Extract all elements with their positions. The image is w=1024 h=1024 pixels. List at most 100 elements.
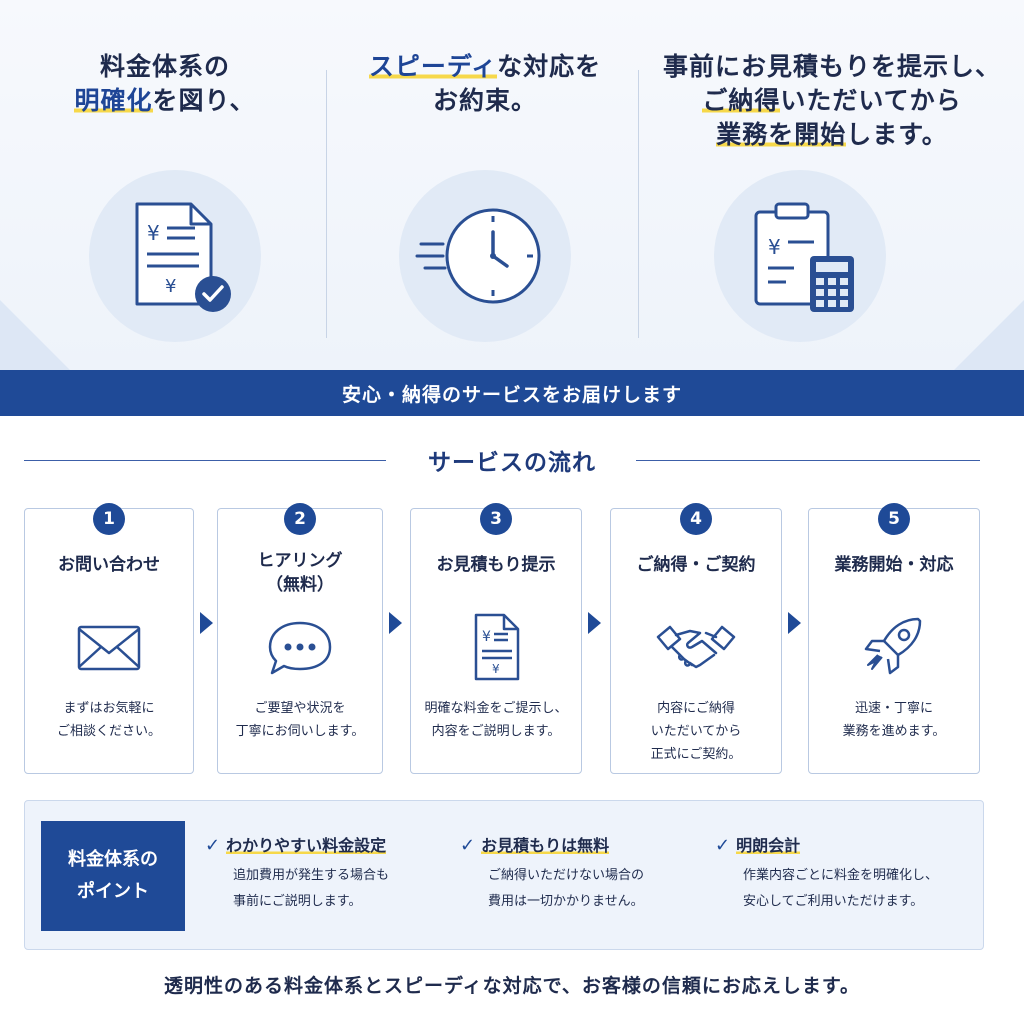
point-heading: ✓ お見積もりは無料 <box>460 835 644 857</box>
step-number: 4 <box>680 503 712 535</box>
flow-step-1: 1 お問い合わせ まずはお気軽に ご相談ください。 <box>24 503 194 774</box>
step-title: ご納得・ご契約 <box>636 555 756 575</box>
step-number: 3 <box>480 503 512 535</box>
svg-text:¥: ¥ <box>768 235 781 259</box>
hero-column-estimate: 事前にお見積もりを提示し、 ご納得いただいてから 業務を開始します。 ¥ <box>640 50 1024 350</box>
hero-highlight: ご納得 <box>702 86 781 115</box>
step-desc-line: 迅速・丁寧に <box>854 701 933 716</box>
step-desc-line: いただいてから <box>650 724 742 739</box>
point-body: ご納得いただけない場合の 費用は一切かかりません。 <box>488 863 644 915</box>
point-body-line: 事前にご説明します。 <box>233 894 362 909</box>
step-desc-line: ご要望や状況を <box>254 701 346 716</box>
flow-heading: サービスの流れ <box>0 440 1024 480</box>
closing-statement: 透明性のある料金体系とスピーディな対応で、お客様の信頼にお応えします。 <box>0 966 1024 1006</box>
assurance-banner: 安心・納得のサービスをお届けします <box>0 370 1024 416</box>
pricing-point-2: ✓ お見積もりは無料 ご納得いただけない場合の 費用は一切かかりません。 <box>460 835 644 915</box>
flow-arrow-icon <box>588 612 601 634</box>
pricing-point-3: ✓ 明朗会計 作業内容ごとに料金を明確化し、 安心してご利用いただけます。 <box>715 835 938 915</box>
hero-highlight: スピーディ <box>368 52 498 81</box>
hero-highlight: 明確化 <box>74 86 153 115</box>
step-title-main: ヒアリング <box>257 551 343 571</box>
step-desc-line: まずはお気軽に <box>63 701 155 716</box>
step-title: ヒアリング （無料） <box>218 549 382 597</box>
footer-text: 透明性のある料金体系とスピーディな対応で、お客様の信頼にお応えします。 <box>163 975 860 997</box>
estimate-document-icon: ¥ ¥ <box>456 607 536 687</box>
svg-text:¥: ¥ <box>165 276 176 297</box>
heading-rule <box>24 460 386 461</box>
hero-text: な対応を <box>497 52 602 81</box>
point-heading: ✓ 明朗会計 <box>715 835 938 857</box>
step-title: お問い合わせ <box>58 555 160 575</box>
step-description: 迅速・丁寧に 業務を進めます。 <box>809 697 979 743</box>
hero-text: を図り、 <box>152 86 256 115</box>
point-body-line: 追加費用が発生する場合も <box>233 868 390 883</box>
check-icon: ✓ <box>715 835 731 856</box>
check-icon: ✓ <box>460 835 476 856</box>
step-title: 業務開始・対応 <box>834 555 954 575</box>
point-title: お見積もりは無料 <box>481 836 610 855</box>
svg-text:¥: ¥ <box>492 662 500 676</box>
label-line: ポイント <box>77 881 149 902</box>
point-title: わかりやすい料金設定 <box>226 836 387 855</box>
flow-arrow-icon <box>389 612 402 634</box>
step-description: まずはお気軽に ご相談ください。 <box>25 697 193 743</box>
flow-step-2: 2 ヒアリング （無料） ご要望や状況を 丁寧にお伺いします。 <box>217 503 383 774</box>
step-number: 1 <box>93 503 125 535</box>
label-line: 料金体系の <box>68 849 158 870</box>
hero-heading-speed: スピーディな対応を お約束。 <box>330 50 640 118</box>
step-desc-line: 内容にご納得 <box>657 701 735 716</box>
step-number: 5 <box>878 503 910 535</box>
rocket-icon <box>854 607 934 687</box>
hero-decoration-left <box>0 300 70 370</box>
pricing-points-label: 料金体系の ポイント <box>41 821 185 931</box>
flow-arrow-icon <box>200 612 213 634</box>
handshake-icon <box>656 607 736 687</box>
flow-step-3: 3 お見積もり提示 ¥ ¥ 明確な料金をご提示し、 内容をご説明します。 <box>410 503 582 774</box>
fast-clock-icon <box>399 170 571 342</box>
flow-step-4: 4 ご納得・ご契約 内容にご納得 いただいてから 正式にご契約。 <box>610 503 782 774</box>
step-desc-line: ご相談ください。 <box>56 724 161 739</box>
hero-text: お約束。 <box>432 86 537 115</box>
step-desc-line: 丁寧にお伺いします。 <box>235 724 365 739</box>
step-description: 明確な料金をご提示し、 内容をご説明します。 <box>411 697 581 743</box>
flow-step-5: 5 業務開始・対応 迅速・丁寧に 業務を進めます。 <box>808 503 980 774</box>
point-body: 作業内容ごとに料金を明確化し、 安心してご利用いただけます。 <box>743 863 938 915</box>
step-description: 内容にご納得 いただいてから 正式にご契約。 <box>611 697 781 766</box>
point-body-line: ご納得いただけない場合の <box>488 868 645 883</box>
svg-text:¥: ¥ <box>147 221 160 245</box>
step-description: ご要望や状況を 丁寧にお伺いします。 <box>218 697 382 743</box>
step-desc-line: 業務を進めます。 <box>842 724 946 739</box>
heading-rule <box>636 460 980 461</box>
step-title-sub: （無料） <box>266 575 334 595</box>
point-body-line: 作業内容ごとに料金を明確化し、 <box>743 868 939 883</box>
hero-column-speed: スピーディな対応を お約束。 <box>330 50 640 350</box>
step-number: 2 <box>284 503 316 535</box>
step-desc-line: 内容をご説明します。 <box>431 724 561 739</box>
hero-heading-pricing: 料金体系の 明確化を図り、 <box>0 50 330 118</box>
point-title: 明朗会計 <box>736 836 801 855</box>
hero-section: 料金体系の 明確化を図り、 ¥ ¥ スピーディな対応を お約束。 <box>0 0 1024 370</box>
speech-bubble-icon <box>260 607 340 687</box>
point-body-line: 安心してご利用いただけます。 <box>743 894 924 909</box>
clipboard-calculator-icon: ¥ <box>714 170 886 342</box>
hero-column-pricing: 料金体系の 明確化を図り、 ¥ ¥ <box>0 50 330 350</box>
hero-text: します。 <box>846 120 948 149</box>
hero-heading-estimate: 事前にお見積もりを提示し、 ご納得いただいてから 業務を開始します。 <box>640 50 1024 152</box>
banner-text: 安心・納得のサービスをお届けします <box>341 383 682 406</box>
hero-highlight: 業務を開始 <box>716 120 847 149</box>
hero-text: いただいてから <box>780 86 962 115</box>
check-icon: ✓ <box>205 835 221 856</box>
pricing-points-panel: 料金体系の ポイント ✓ わかりやすい料金設定 追加費用が発生する場合も 事前にご… <box>24 800 984 950</box>
step-desc-line: 正式にご契約。 <box>650 747 742 762</box>
invoice-check-icon: ¥ ¥ <box>89 170 261 342</box>
hero-divider <box>326 70 327 338</box>
hero-text: 料金体系の <box>99 52 230 81</box>
hero-decoration-right <box>954 300 1024 370</box>
flow-title: サービスの流れ <box>428 450 596 476</box>
point-heading: ✓ わかりやすい料金設定 <box>205 835 389 857</box>
hero-divider <box>638 70 639 338</box>
step-title: お見積もり提示 <box>436 555 556 575</box>
hero-text: 事前にお見積もりを提示し、 <box>662 52 1001 81</box>
flow-arrow-icon <box>788 612 801 634</box>
step-desc-line: 明確な料金をご提示し、 <box>424 701 568 716</box>
